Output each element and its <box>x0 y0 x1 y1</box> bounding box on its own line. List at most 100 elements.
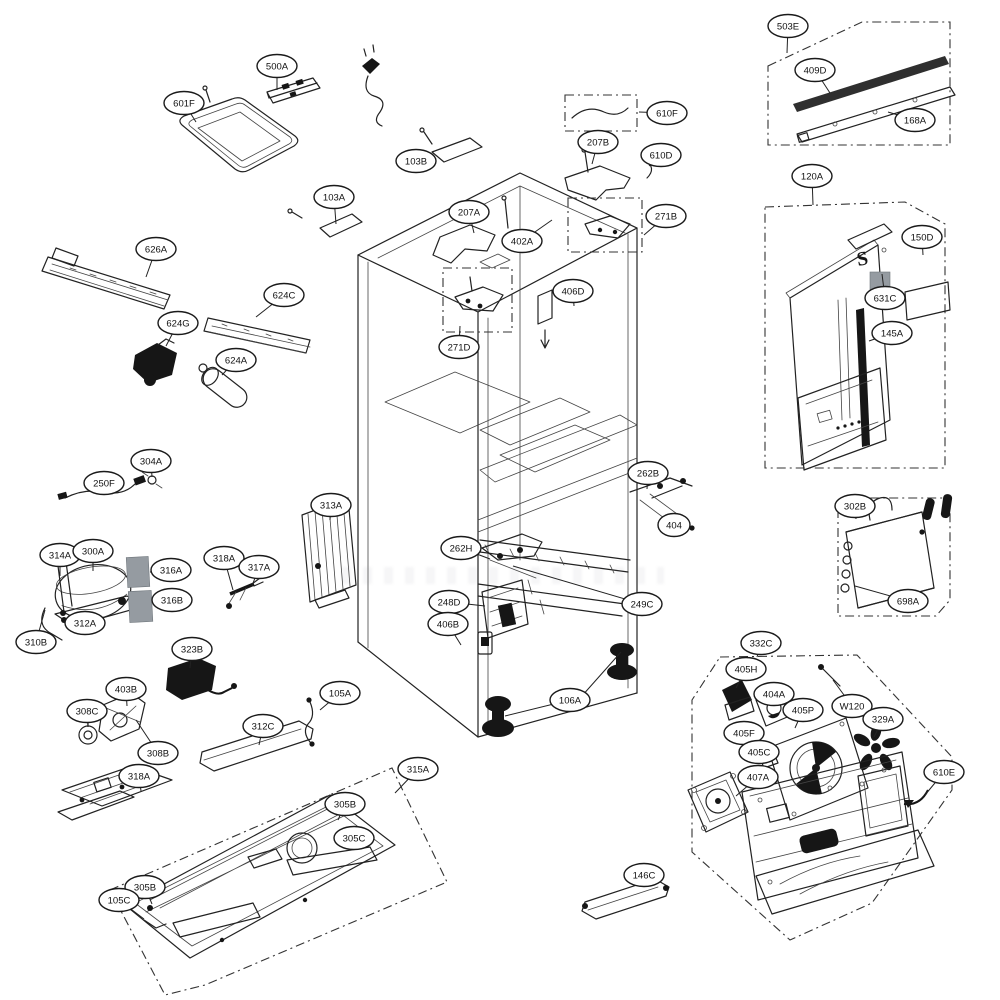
callout-oval <box>737 764 779 790</box>
callout-label: 103B <box>405 156 427 167</box>
callout-oval <box>887 588 929 614</box>
callout-406b: 406B <box>427 611 469 637</box>
callout-oval <box>791 163 833 189</box>
callout-oval <box>549 687 591 713</box>
callout-label: 610F <box>656 108 678 119</box>
callout-624a: 624A <box>215 347 257 373</box>
callout-oval <box>118 763 160 789</box>
callout-oval <box>501 228 543 254</box>
callout-label: 207A <box>458 207 481 218</box>
callout-oval <box>171 636 213 662</box>
callout-label: 626A <box>145 244 168 255</box>
callout-label: 302B <box>844 501 866 512</box>
callout-402a: 402A <box>501 228 543 254</box>
callout-305b: 305B <box>324 791 366 817</box>
callout-262b: 262B <box>627 460 669 486</box>
callout-oval <box>782 697 824 723</box>
callout-105c: 105C <box>98 887 140 913</box>
callout-label: 304A <box>140 456 163 467</box>
callout-oval <box>83 470 125 496</box>
callout-624g: 624G <box>157 310 199 336</box>
callout-150d: 150D <box>901 224 943 250</box>
callout-332c: 332C <box>740 630 782 656</box>
callout-label: 105C <box>108 895 131 906</box>
callout-label: 305B <box>334 799 356 810</box>
callout-oval <box>753 681 795 707</box>
callout-631c: 631C <box>864 285 906 311</box>
watermark-smudge <box>342 567 664 584</box>
callout-407a: 407A <box>737 764 779 790</box>
callout-oval <box>438 334 480 360</box>
callout-500a: 500A <box>256 53 298 79</box>
callout-409d: 409D <box>794 57 836 83</box>
callout-oval <box>623 862 665 888</box>
callout-oval <box>333 825 375 851</box>
damper-motor-parts <box>57 658 315 821</box>
callout-oval <box>740 630 782 656</box>
callout-207a: 207A <box>448 199 490 225</box>
callout-label: 329A <box>872 714 895 725</box>
callout-249c: 249C <box>621 591 663 617</box>
callout-271b: 271B <box>645 203 687 229</box>
callout-oval <box>864 285 906 311</box>
callout-oval <box>242 713 284 739</box>
callout-oval <box>577 129 619 155</box>
callout-label: 332C <box>750 638 773 649</box>
callout-label: 305B <box>134 882 156 893</box>
callout-207b: 207B <box>577 129 619 155</box>
callout-oval <box>738 739 780 765</box>
callout-label: 120A <box>801 171 824 182</box>
callout-label: 610E <box>933 767 955 778</box>
callout-label: 402A <box>511 236 534 247</box>
callout-oval <box>862 706 904 732</box>
callout-oval <box>448 199 490 225</box>
callout-label: 308B <box>147 748 169 759</box>
callout-oval <box>552 278 594 304</box>
callout-oval <box>310 492 352 518</box>
callout-label: 250F <box>93 478 115 489</box>
callout-oval <box>834 493 876 519</box>
callout-106a: 106A <box>549 687 591 713</box>
callout-oval <box>72 538 114 564</box>
callout-label: 409D <box>804 65 827 76</box>
callout-label: 404A <box>763 689 786 700</box>
callout-610f: 610F <box>646 100 688 126</box>
callout-w120: W120 <box>831 693 873 719</box>
callout-oval <box>137 740 179 766</box>
callout-label: 624A <box>225 355 248 366</box>
callout-label: 318A <box>128 771 151 782</box>
callout-label: 145A <box>881 328 904 339</box>
callout-103a: 103A <box>313 184 355 210</box>
callout-leader <box>512 565 643 605</box>
callout-oval <box>894 107 936 133</box>
fan-assembly-group <box>687 654 953 941</box>
callout-label: 610D <box>650 150 673 161</box>
callout-label: 405P <box>792 705 814 716</box>
top-hinge-parts <box>432 94 653 349</box>
callout-oval <box>657 512 691 538</box>
callout-oval <box>640 142 682 168</box>
callout-label: 207B <box>587 137 609 148</box>
callout-406d: 406D <box>552 278 594 304</box>
callout-oval <box>130 448 172 474</box>
callout-oval <box>203 545 245 571</box>
callout-label: 405H <box>735 664 758 675</box>
callout-label: 106A <box>559 695 582 706</box>
callout-304a: 304A <box>130 448 172 474</box>
callout-oval <box>319 680 361 706</box>
callout-312a: 312A <box>64 610 106 636</box>
callout-oval <box>427 611 469 637</box>
callout-323b: 323B <box>171 636 213 662</box>
callout-503e: 503E <box>767 13 809 39</box>
callout-405f: 405F <box>723 720 765 746</box>
callout-404: 404 <box>657 512 691 538</box>
callout-oval <box>263 282 305 308</box>
callout-698a: 698A <box>887 588 929 614</box>
callout-168a: 168A <box>894 107 936 133</box>
callout-label: 404 <box>666 520 682 531</box>
callout-label: 318A <box>213 553 236 564</box>
callout-145a: 145A <box>871 320 913 346</box>
cabinet-assembly <box>357 172 638 738</box>
callout-250f: 250F <box>83 470 125 496</box>
